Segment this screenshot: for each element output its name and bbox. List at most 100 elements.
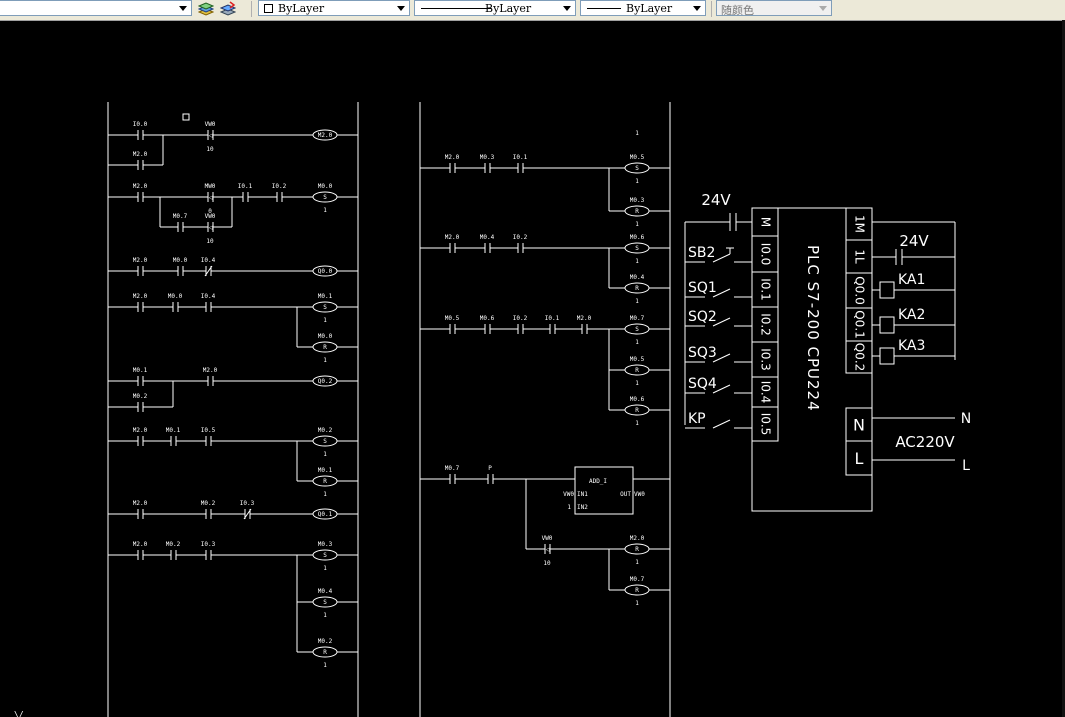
contact-label: M0.5 [445, 315, 460, 322]
input-terminal-label: I0.5 [759, 413, 773, 436]
coil-label: R [323, 478, 327, 485]
contact-label: M0.1 [133, 367, 148, 374]
coil-count: 1 [635, 221, 639, 228]
coil-label: Q0.2 [318, 378, 333, 385]
contact-label: M0.4 [480, 234, 495, 241]
color-swatch-icon [264, 4, 273, 13]
contact-label: MW0 [205, 183, 216, 190]
chevron-down-icon[interactable] [563, 6, 571, 11]
contact-label: M0.1 [166, 427, 181, 434]
ladder-diagram [107, 102, 671, 717]
coil-label: S [323, 438, 327, 445]
chevron-down-icon[interactable] [179, 6, 187, 11]
compare-symbol: ◁ [207, 194, 212, 202]
switch-label: SQ1 [688, 280, 717, 296]
contact-label: M0.2 [201, 500, 216, 507]
coil-label: R [635, 367, 639, 374]
block-in1: IN1 [577, 491, 588, 498]
contact-label: M0.3 [480, 154, 495, 161]
supply-right-label: 24V [899, 232, 929, 250]
coil-name: M0.6 [630, 396, 645, 403]
pick-box [182, 113, 190, 121]
contact-label: M2.0 [133, 293, 148, 300]
contact-label: I0.1 [238, 183, 253, 190]
layer-dropdown[interactable] [0, 0, 192, 16]
output-terminal-label: 1M [853, 215, 867, 233]
coil-count: 1 [635, 339, 639, 346]
coil-label: S [635, 165, 639, 172]
input-terminal-label: I0.2 [759, 313, 773, 336]
relay-coil [879, 316, 895, 334]
power-terminal [845, 440, 873, 476]
block-in2-var: 1 [567, 504, 571, 511]
canvas-edge [1062, 20, 1065, 717]
contact-label: I0.2 [513, 234, 528, 241]
coil-count: 1 [635, 559, 639, 566]
compare-symbol: ◁ [207, 224, 212, 232]
switch-blade [712, 288, 731, 298]
linetype-dropdown[interactable]: ByLayer [414, 0, 576, 16]
coil-count: 1 [323, 207, 327, 214]
compare-value: 10 [206, 146, 214, 153]
coil-name: M0.6 [630, 234, 645, 241]
contact-label: M2.0 [445, 234, 460, 241]
switch-label: SQ3 [688, 345, 717, 361]
lineweight-dropdown-value: ByLayer [626, 2, 673, 15]
lineweight-dropdown[interactable]: ByLayer [580, 0, 706, 16]
coil-count: 1 [635, 258, 639, 265]
switch-label: SQ4 [688, 376, 717, 392]
block-out-var: VW0 [634, 491, 645, 498]
layer-states-icon[interactable] [197, 1, 215, 17]
contact-label: VW0 [542, 535, 553, 542]
ucs-corner: \/ [14, 710, 24, 717]
switch-blade [712, 353, 731, 363]
coil-name: M0.7 [630, 315, 645, 322]
layer-previous-icon[interactable] [219, 1, 237, 17]
input-terminal [751, 406, 779, 442]
switch-blade [712, 384, 731, 394]
coil-count: 1 [323, 451, 327, 458]
add-i-block [574, 466, 634, 515]
block-in2: IN2 [577, 504, 588, 511]
coil-label: R [635, 407, 639, 414]
chevron-down-icon[interactable] [397, 6, 405, 11]
switch-label: KP [688, 411, 706, 427]
coil-label: R [635, 285, 639, 292]
coil-name: M0.4 [630, 274, 645, 281]
compare-value: 0 [208, 208, 212, 215]
contact-label: I0.1 [545, 315, 560, 322]
block-in1-var: VW0 [563, 491, 574, 498]
contact-label: I0.3 [201, 541, 216, 548]
relay-coil [879, 347, 895, 365]
coil-name: M0.2 [318, 427, 333, 434]
power-terminal-label: L [855, 449, 864, 468]
plc-model-label: PLC S7-200 CPU224 [804, 245, 822, 412]
contact-nc-slash [204, 265, 213, 277]
compare-value: 10 [543, 560, 551, 567]
coil-count: 1 [323, 357, 327, 364]
coil-label: Q0.1 [318, 511, 333, 518]
contact-label: I0.3 [240, 500, 255, 507]
coil-name: M0.3 [318, 541, 333, 548]
contact-label: M2.0 [133, 257, 148, 264]
relay-coil [879, 281, 895, 299]
block-name: ADD_I [589, 478, 607, 485]
contact-nc-slash [243, 508, 252, 520]
contact-label: M2.0 [203, 367, 218, 374]
contact-label: M2.0 [577, 315, 592, 322]
plotstyle-dropdown-value: 随颜色 [721, 4, 754, 17]
power-terminal-label: N [853, 416, 865, 435]
lineweight-sample [587, 8, 621, 9]
contact-label: I0.2 [272, 183, 287, 190]
coil-label: R [323, 344, 327, 351]
contact-label: P [488, 465, 492, 472]
coil-label: R [635, 208, 639, 215]
color-dropdown[interactable]: ByLayer [258, 0, 410, 16]
contact-label: VW0 [205, 121, 216, 128]
coil-name: M0.4 [318, 588, 333, 595]
contact-label: I0.4 [201, 293, 216, 300]
chevron-down-icon[interactable] [693, 6, 701, 11]
coil-label: M2.0 [318, 132, 333, 139]
coil-name: M2.0 [630, 535, 645, 542]
